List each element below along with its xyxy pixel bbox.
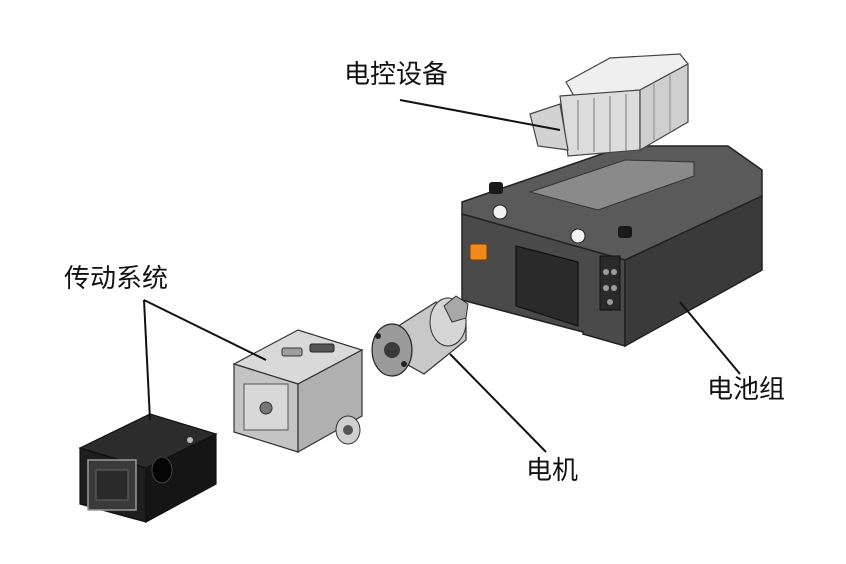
label-battery-pack: 电池组 (707, 375, 786, 405)
label-drive-system: 传动系统 (64, 264, 169, 294)
connector-port (607, 299, 613, 305)
leader-drive-to-gearbox (143, 299, 151, 421)
control-unit-front (559, 89, 641, 157)
battery-pack-icon (461, 145, 763, 348)
leader-motor (449, 353, 547, 453)
connector-port (603, 269, 609, 275)
connector-port (611, 269, 617, 275)
motor-bolt (375, 333, 381, 339)
gearbox-bore (151, 456, 173, 484)
battery-motor-bay (515, 245, 579, 327)
connector-port (603, 285, 609, 291)
leader-lines (143, 99, 741, 453)
housing-shaft-port (259, 401, 273, 415)
mount-hole (570, 228, 586, 244)
control-unit-icon (529, 53, 689, 157)
label-motor: 电机 (526, 456, 579, 486)
battery-right-face (624, 194, 763, 348)
lifting-bolt (618, 226, 632, 238)
motor-terminal-box (443, 295, 469, 323)
leader-controls (399, 99, 561, 131)
motor-bolt (401, 361, 407, 367)
gear-housing-icon (232, 329, 364, 454)
mount-hole (492, 204, 508, 220)
leader-battery (679, 301, 741, 375)
orange-connector (469, 243, 488, 261)
electric-motor-icon (371, 295, 469, 377)
battery-lid-plate (528, 159, 695, 211)
gearbox-icon (78, 413, 218, 524)
control-unit-right (639, 62, 689, 152)
connector-port (611, 285, 617, 291)
gearbox-right (145, 433, 217, 524)
housing-right (297, 349, 363, 454)
leader-drive-to-housing (143, 299, 267, 361)
label-controls: 电控设备 (344, 60, 449, 90)
motor-shaft (384, 342, 400, 358)
lifting-bolt (489, 182, 503, 194)
